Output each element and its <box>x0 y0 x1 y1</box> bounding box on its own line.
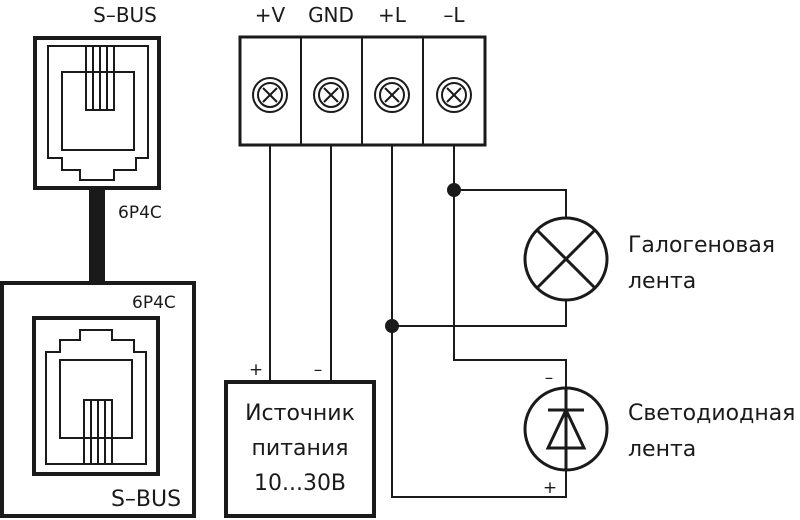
bottom-sbus-module: 6P4C S–BUS <box>0 281 196 518</box>
bottom-sbus-title: S–BUS <box>111 487 181 512</box>
bottom-jack-frame <box>32 316 160 476</box>
terminal-block: +V GND +L –L <box>238 3 487 147</box>
led-label-line-1: Светодиодная <box>628 401 795 426</box>
top-connector-label: 6P4C <box>118 203 162 223</box>
top-sbus-module: S–BUS <box>33 3 161 190</box>
power-supply-frame <box>224 380 376 518</box>
halogen-lamp: Галогеновая лента <box>523 216 775 302</box>
bottom-module-frame <box>0 281 196 518</box>
top-module-frame <box>33 36 161 190</box>
halogen-label-line-1: Галогеновая <box>628 233 775 258</box>
screw-icon <box>374 77 410 113</box>
bus-cable <box>89 188 105 284</box>
top-rj-jack-icon <box>47 45 149 181</box>
wire-minus-l <box>453 145 567 388</box>
terminal-label-plus-l: +L <box>378 3 407 27</box>
lamp-icon <box>523 216 609 302</box>
led-label-line-2: лента <box>628 437 696 462</box>
top-sbus-title: S–BUS <box>93 3 157 27</box>
power-supply-line-1: Источник <box>245 401 355 426</box>
power-supply: + – Источник питания 10...30В <box>224 360 376 518</box>
wire-minus-l-to-halogen <box>454 189 567 218</box>
bottom-connector-label: 6P4C <box>132 293 176 313</box>
bottom-rj-jack-icon <box>45 329 147 465</box>
power-supply-line-2: питания <box>252 436 349 461</box>
power-plus-sign: + <box>249 360 263 380</box>
terminal-label-gnd: GND <box>308 3 354 27</box>
terminal-label-minus-l: –L <box>443 3 465 27</box>
wire-plus-l <box>391 145 567 498</box>
screw-icon <box>313 77 349 113</box>
screw-icon <box>436 77 472 113</box>
led-minus-sign: – <box>545 368 554 388</box>
led-strip: – + Светодиодная лента <box>523 368 795 498</box>
wires <box>269 145 567 498</box>
halogen-label-line-2: лента <box>628 269 696 294</box>
junction-dot <box>447 183 461 197</box>
wire-plus-l-to-halogen <box>392 300 567 327</box>
terminal-label-plus-v: +V <box>255 3 286 27</box>
led-plus-sign: + <box>543 478 557 498</box>
power-supply-line-3: 10...30В <box>254 471 346 496</box>
junction-dot <box>385 319 399 333</box>
power-minus-sign: – <box>314 360 323 380</box>
screw-icon <box>252 77 288 113</box>
